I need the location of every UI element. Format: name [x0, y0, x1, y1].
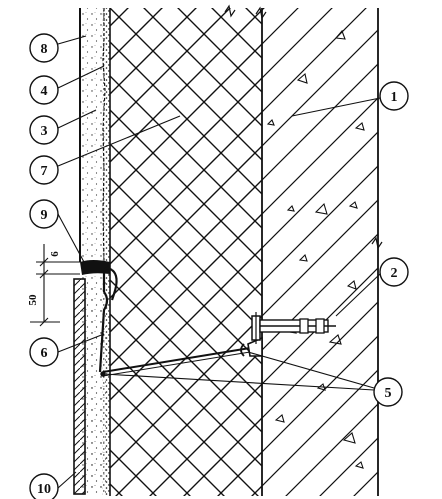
break-marks — [224, 4, 383, 250]
svg-text:8: 8 — [41, 42, 48, 57]
svg-text:3: 3 — [41, 124, 48, 139]
layer-base-wall — [261, 8, 379, 496]
anchor-bolt — [251, 312, 336, 344]
svg-text:4: 4 — [41, 84, 48, 99]
dim-label-overlap: 50 — [27, 294, 39, 306]
callout-5: 5 — [373, 377, 403, 407]
leader-lines — [57, 35, 381, 489]
callout-3: 3 — [29, 115, 59, 145]
sealant-joint — [80, 260, 110, 275]
callout-2: 2 — [379, 257, 409, 287]
layer-mesh — [102, 8, 110, 496]
svg-text:6: 6 — [41, 346, 48, 361]
callout-1: 1 — [379, 81, 409, 111]
svg-text:7: 7 — [41, 164, 48, 179]
dimension-lines — [30, 244, 80, 327]
callout-10: 10 — [29, 473, 59, 499]
callout-4: 4 — [29, 75, 59, 105]
svg-text:1: 1 — [391, 90, 398, 105]
callout-8: 8 — [29, 33, 59, 63]
svg-text:5: 5 — [385, 386, 392, 401]
callout-6: 6 — [29, 337, 59, 367]
layer-insulation — [109, 8, 262, 496]
svg-text:10: 10 — [37, 482, 51, 497]
svg-text:9: 9 — [41, 208, 48, 223]
edge-profile — [98, 266, 118, 373]
callout-9: 9 — [29, 199, 59, 229]
svg-text:2: 2 — [391, 266, 398, 281]
dim-label-gap: 6 — [49, 251, 61, 257]
callout-7: 7 — [29, 155, 59, 185]
base-cladding — [73, 278, 110, 495]
